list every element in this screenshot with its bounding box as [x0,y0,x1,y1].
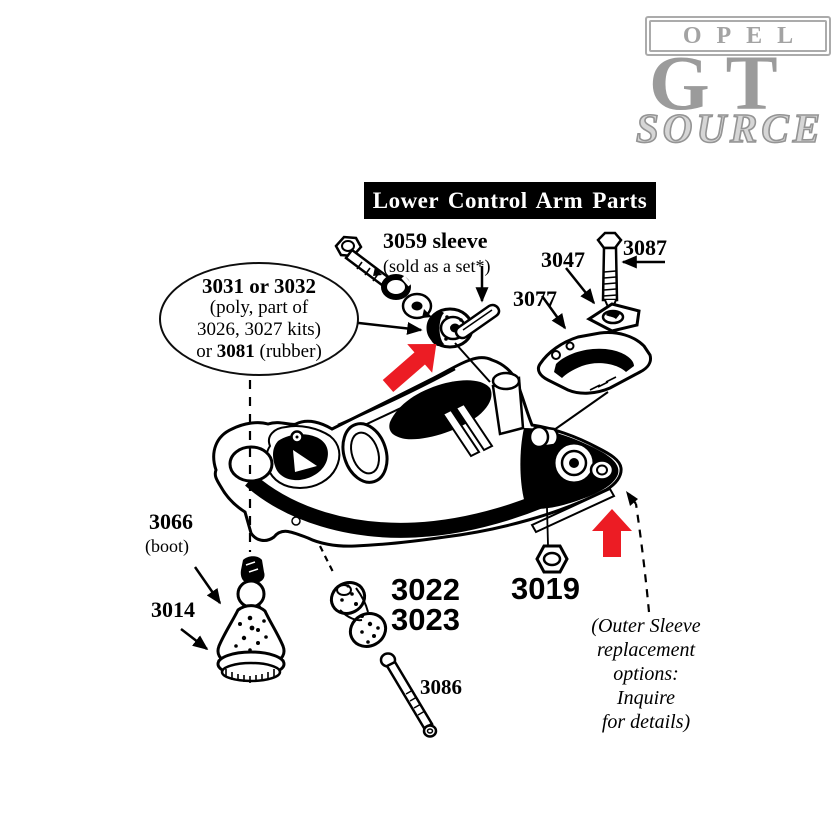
opel-logo-inner-frame: OPEL [649,20,827,52]
callout-line1: 3031 or 3032 [202,274,316,298]
arrow-3014 [180,628,209,650]
bolt-3087-drawing [596,231,623,308]
outer-sleeve-note: (Outer Sleeve replacement options: Inqui… [560,614,732,734]
note-line1: (Outer Sleeve [591,615,701,637]
label-3059-sub: (sold as a set*) [383,256,491,276]
pivot-bolt-drawing [334,235,390,287]
note-line2: replacement [596,639,696,661]
control-arm-drawing [212,356,623,548]
label-3059-sleeve: 3059 sleeve (sold as a set*) [383,228,490,277]
gt-logo-text: GT [649,39,794,126]
outer-sleeve-dashed-arrow [626,491,651,613]
note-line3: options: [613,663,679,685]
callout-line4: or 3081 (rubber) [196,341,322,362]
lock-washer-drawing [373,267,412,300]
bracket-3077-drawing [536,331,652,431]
label-3047: 3047 [541,247,585,272]
plate-3047-drawing [586,302,641,333]
label-3066: 3066 [149,509,193,534]
label-3023: 3023 [391,602,460,637]
label-3019: 3019 [511,571,580,606]
sleeve-drawing [454,303,501,340]
spool-dashed-line [319,545,335,575]
opel-logo-box: OPEL [645,16,831,56]
arrow-3077 [540,295,567,330]
callout-line2: (poly, part of [209,297,309,318]
red-arrow-outer-sleeve [592,509,632,557]
flat-washer-drawing [401,292,433,320]
arrow-3047 [565,267,596,305]
label-3086: 3086 [420,675,462,699]
note-line5: for details) [601,711,691,733]
callout-line3: 3026, 3027 kits) [196,319,322,340]
label-3066-sub: (boot) [145,536,189,556]
label-3022: 3022 [391,572,460,607]
label-3077: 3077 [513,286,557,311]
label-3087: 3087 [623,235,667,260]
opel-logo-text: OPEL [682,23,809,49]
label-arrows [180,255,665,650]
callout-arrow [349,320,423,335]
arrow-3066 [193,566,222,605]
label-3014: 3014 [151,597,195,622]
source-logo-text: SOURCE [635,105,825,152]
label-3059-title: 3059 sleeve [383,228,488,253]
bushing-callout: 3031 or 3032 (poly, part of 3026, 3027 k… [159,262,359,376]
ball-joint-drawing [216,556,286,683]
red-arrow-bushing [382,344,437,393]
spool-bushing-drawing [329,581,388,648]
diagram-title: Lower Control Arm Parts [364,182,656,219]
bolt-3086-drawing [379,652,438,738]
nut-3019-drawing [535,507,569,574]
note-line4: Inquire [616,687,676,709]
